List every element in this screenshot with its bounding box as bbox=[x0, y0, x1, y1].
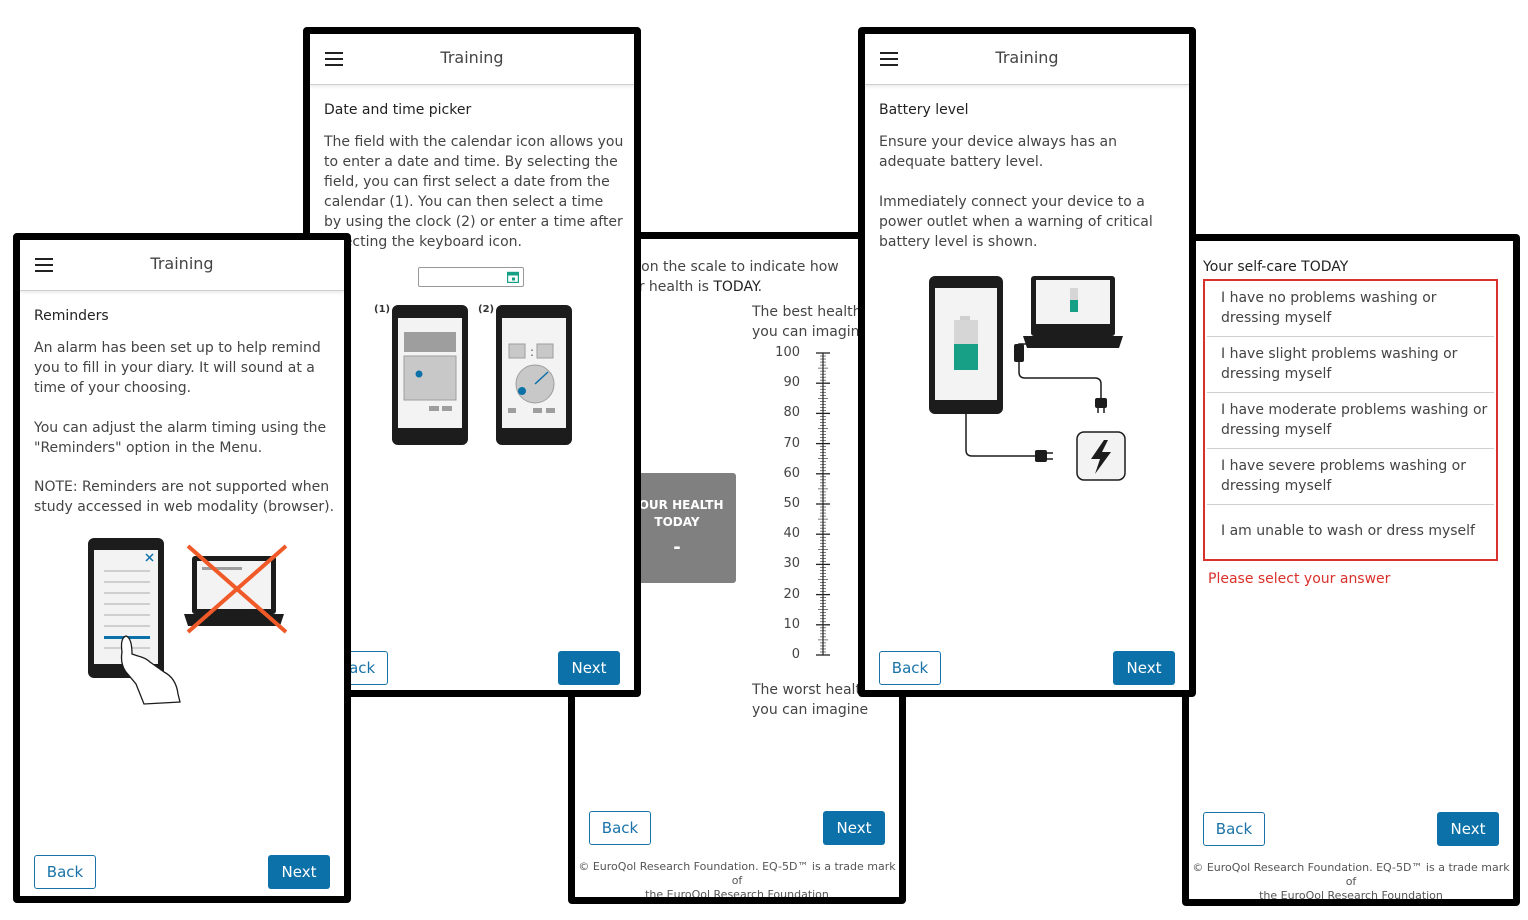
clock-phone-illustration: : bbox=[496, 305, 572, 445]
calendar-phone-illustration bbox=[392, 305, 468, 445]
app-bar: Training bbox=[865, 34, 1189, 85]
option-severe-problems[interactable]: I have severe problems washing or dressi… bbox=[1207, 449, 1494, 505]
app-bar-title: Training bbox=[440, 48, 504, 67]
menu-icon[interactable] bbox=[325, 52, 343, 66]
error-message: Please select your answer bbox=[1208, 571, 1391, 587]
reminders-illustration bbox=[88, 538, 288, 705]
back-button[interactable]: Back bbox=[34, 855, 96, 889]
app-bar-title: Training bbox=[150, 254, 214, 273]
option-no-problems[interactable]: I have no problems washing or dressing m… bbox=[1207, 281, 1494, 337]
app-bar: Training bbox=[20, 240, 344, 291]
screen-heading: Reminders bbox=[34, 308, 109, 324]
scale-label: 30 bbox=[783, 556, 800, 572]
next-button[interactable]: Next bbox=[1113, 651, 1175, 685]
reminders-description-2: You can adjust the alarm timing using th… bbox=[34, 420, 327, 456]
phone-selfcare-screen: Your self-care TODAY I have no problems … bbox=[1182, 234, 1520, 906]
vas-scale[interactable] bbox=[805, 347, 845, 665]
scale-label: 10 bbox=[783, 616, 800, 632]
phone-battery-screen: Training Battery level Ensure your devic… bbox=[858, 27, 1196, 697]
copyright-footer: © EuroQol Research Foundation. EQ-5D™ is… bbox=[1192, 861, 1510, 902]
option-slight-problems[interactable]: I have slight problems washing or dressi… bbox=[1207, 337, 1494, 393]
reminders-description-1: An alarm has been set up to help remind … bbox=[34, 340, 321, 396]
svg-text::: : bbox=[530, 345, 534, 359]
phone-reminders-screen: Training Reminders An alarm has been set… bbox=[13, 233, 351, 903]
copyright-footer: © EuroQol Research Foundation. EQ-5D™ is… bbox=[578, 860, 896, 901]
next-button[interactable]: Next bbox=[268, 855, 330, 889]
menu-icon[interactable] bbox=[880, 52, 898, 66]
app-bar-title: Training bbox=[995, 48, 1059, 67]
label-clock: (2) bbox=[478, 304, 495, 315]
scale-label: 40 bbox=[783, 526, 800, 542]
scale-label: 60 bbox=[783, 465, 800, 481]
calendar-icon bbox=[507, 271, 519, 283]
scale-label: 0 bbox=[791, 647, 800, 662]
label-calendar: (1) bbox=[374, 304, 391, 315]
back-button[interactable]: Back bbox=[879, 651, 941, 685]
reminders-note: NOTE: Reminders are not supported when s… bbox=[34, 479, 335, 515]
option-unable[interactable]: I am unable to wash or dress myself bbox=[1221, 523, 1475, 539]
close-icon bbox=[145, 553, 154, 562]
next-button[interactable]: Next bbox=[558, 651, 620, 685]
back-button[interactable]: Back bbox=[589, 811, 651, 845]
next-button[interactable]: Next bbox=[823, 811, 885, 845]
answer-options: I have no problems washing or dressing m… bbox=[1203, 279, 1498, 561]
menu-icon[interactable] bbox=[35, 258, 53, 272]
option-moderate-problems[interactable]: I have moderate problems washing or dres… bbox=[1207, 393, 1494, 449]
app-bar: Training bbox=[310, 34, 634, 85]
phone-datetime-screen: Training Date and time picker The field … bbox=[303, 27, 641, 697]
back-button[interactable]: Back bbox=[1203, 812, 1265, 846]
scale-label: 100 bbox=[775, 345, 800, 360]
battery-description-1: Ensure your device always has an adequat… bbox=[879, 134, 1117, 170]
screen-heading: Date and time picker bbox=[324, 102, 472, 118]
date-field-illustration bbox=[418, 267, 524, 287]
datetime-description: The field with the calendar icon allows … bbox=[324, 134, 624, 250]
next-button[interactable]: Next bbox=[1437, 812, 1499, 846]
scale-label: 20 bbox=[783, 586, 800, 602]
battery-illustration bbox=[929, 276, 1126, 481]
scale-label: 80 bbox=[783, 405, 800, 421]
selfcare-heading: Your self-care TODAY bbox=[1203, 259, 1349, 275]
scale-label: 90 bbox=[783, 375, 800, 391]
scale-label: 70 bbox=[783, 435, 800, 451]
screen-heading: Battery level bbox=[879, 102, 969, 118]
scale-label: 50 bbox=[783, 496, 800, 511]
battery-description-2: Immediately connect your device to a pow… bbox=[879, 194, 1153, 250]
health-today-value: - bbox=[673, 537, 681, 558]
